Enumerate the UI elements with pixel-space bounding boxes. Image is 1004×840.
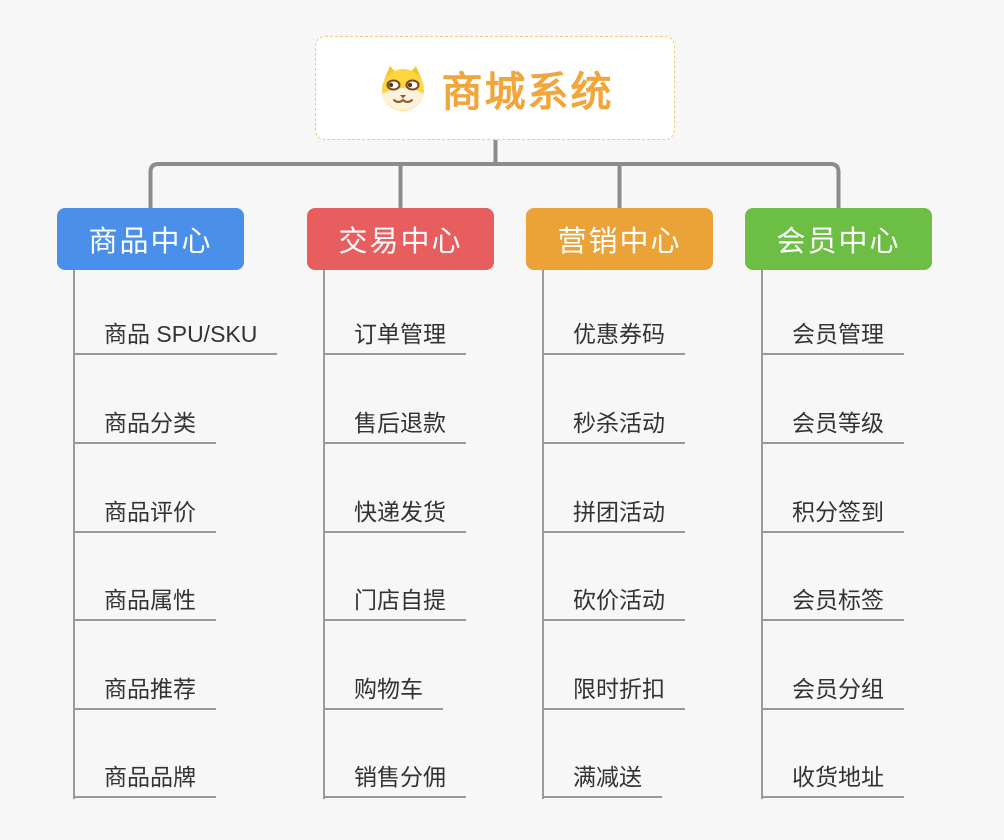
child-node[interactable]: 快递发货: [323, 493, 466, 533]
branch-product-center: 商品中心 商品 SPU/SKU 商品分类 商品评价 商品属性 商品推荐 商品品牌: [57, 0, 309, 840]
child-node[interactable]: 商品分类: [73, 404, 216, 444]
branch-connector-line: [542, 270, 544, 799]
child-node[interactable]: 商品 SPU/SKU: [73, 315, 278, 355]
branch-header[interactable]: 商品中心: [57, 208, 244, 270]
child-node[interactable]: 商品推荐: [73, 670, 216, 710]
child-node[interactable]: 收货地址: [761, 758, 904, 798]
branch-member-center: 会员中心 会员管理 会员等级 积分签到 会员标签 会员分组 收货地址: [745, 0, 997, 840]
dog-face-icon: [381, 66, 424, 111]
child-node[interactable]: 秒杀活动: [542, 404, 685, 444]
root-title: 商城系统: [441, 69, 614, 115]
branch-connector-line: [323, 270, 325, 799]
child-node[interactable]: 满减送: [542, 758, 662, 798]
child-node[interactable]: 商品品牌: [73, 758, 216, 798]
branch-header[interactable]: 营销中心: [526, 208, 713, 270]
child-node[interactable]: 限时折扣: [542, 670, 685, 710]
branch-marketing-center: 营销中心 优惠券码 秒杀活动 拼团活动 砍价活动 限时折扣 满减送: [526, 0, 778, 840]
child-node[interactable]: 售后退款: [323, 404, 466, 444]
child-node[interactable]: 会员分组: [761, 670, 904, 710]
root-node[interactable]: 商城系统: [315, 36, 675, 140]
branch-connector-line: [73, 270, 75, 799]
child-node[interactable]: 购物车: [323, 670, 443, 710]
branch-trade-center: 交易中心 订单管理 售后退款 快递发货 门店自提 购物车 销售分佣: [307, 0, 559, 840]
child-node[interactable]: 商品属性: [73, 581, 216, 621]
child-node[interactable]: 拼团活动: [542, 493, 685, 533]
child-node[interactable]: 销售分佣: [323, 758, 466, 798]
branch-header[interactable]: 会员中心: [745, 208, 932, 270]
child-node[interactable]: 会员等级: [761, 404, 904, 444]
child-node[interactable]: 商品评价: [73, 493, 216, 533]
child-node[interactable]: 积分签到: [761, 493, 904, 533]
branch-header[interactable]: 交易中心: [307, 208, 494, 270]
child-node[interactable]: 会员标签: [761, 581, 904, 621]
child-node[interactable]: 优惠券码: [542, 315, 685, 355]
child-node[interactable]: 砍价活动: [542, 581, 685, 621]
child-node[interactable]: 订单管理: [323, 315, 466, 355]
branch-connector-line: [761, 270, 763, 799]
child-node[interactable]: 会员管理: [761, 315, 904, 355]
child-node[interactable]: 门店自提: [323, 581, 466, 621]
